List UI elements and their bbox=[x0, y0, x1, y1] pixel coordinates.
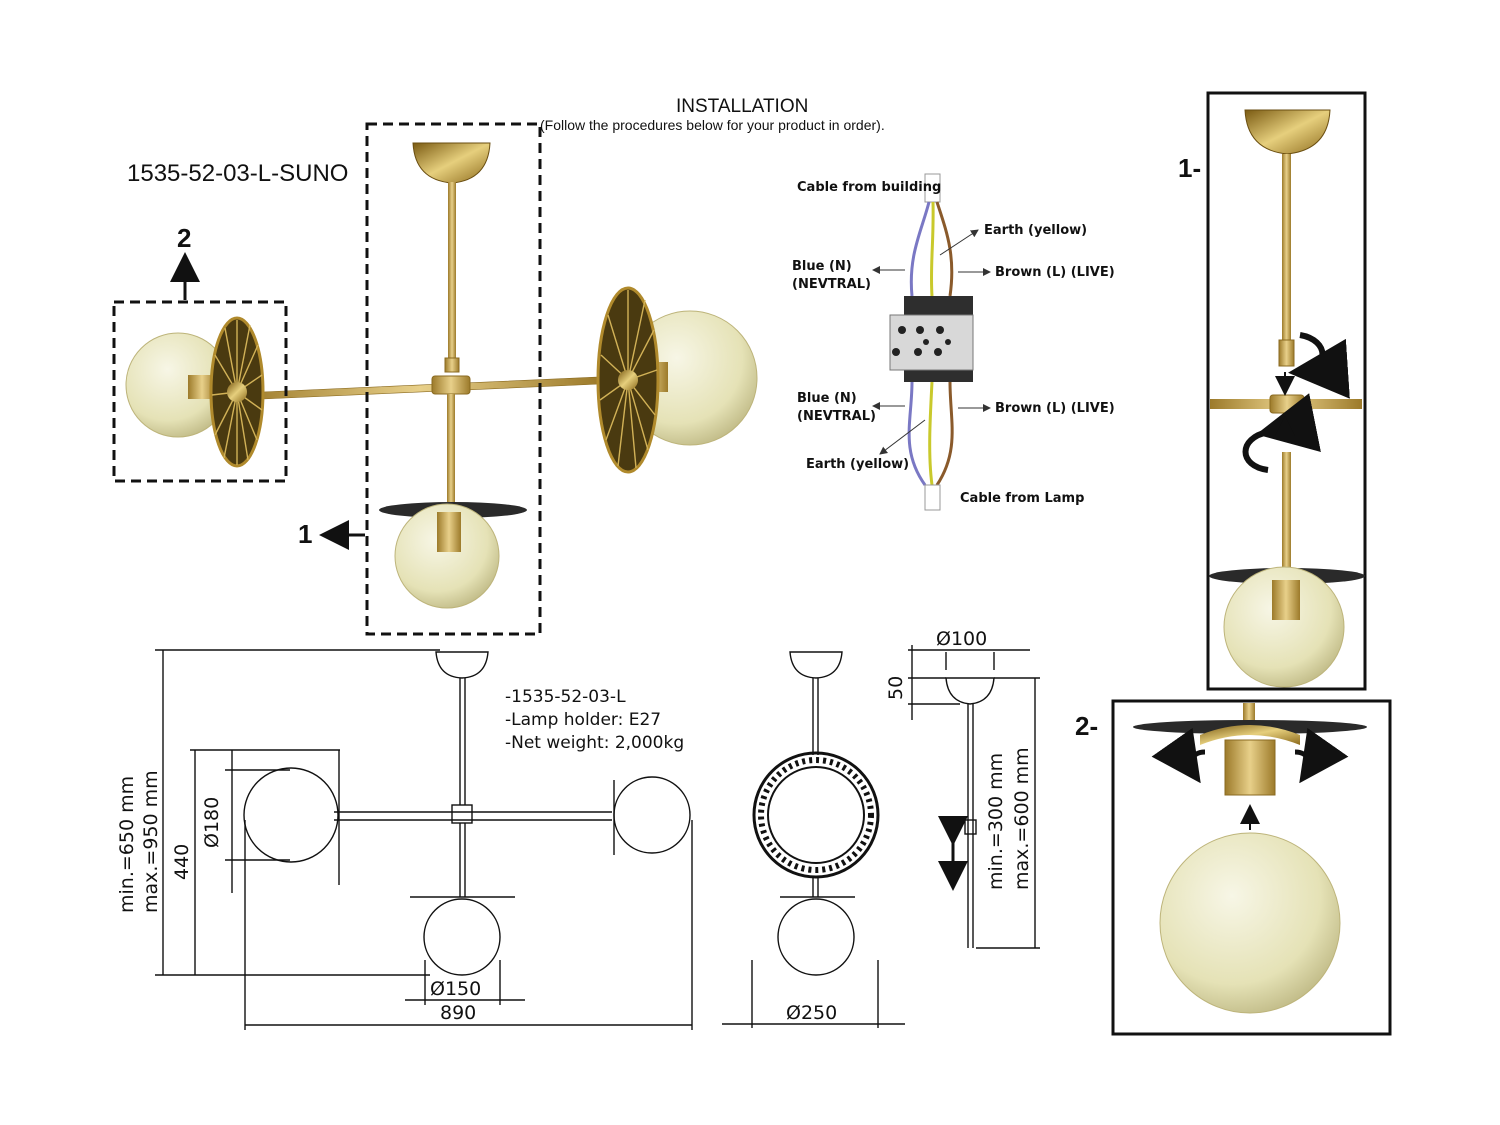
callout-1-label: 1 bbox=[298, 519, 313, 549]
dim-height-min: min.=650 mm bbox=[116, 775, 138, 913]
wiring-earth-top: Earth (yellow) bbox=[984, 223, 1088, 238]
wiring-blue-bottom-1: Blue (N) bbox=[797, 391, 857, 406]
wiring-cable-lamp: Cable from Lamp bbox=[960, 491, 1085, 506]
dim-height-max: max.=950 mm bbox=[140, 770, 162, 913]
step-2-illustration bbox=[1133, 703, 1367, 1014]
wiring-earth-bottom: Earth (yellow) bbox=[806, 457, 910, 472]
dim-rod-min: min.=300 mm bbox=[985, 752, 1007, 890]
dim-canopy-100: Ø100 bbox=[936, 628, 988, 650]
dim-side-250: Ø250 bbox=[786, 1002, 838, 1024]
step-2-panel bbox=[1111, 699, 1392, 1036]
dim-width-890: 890 bbox=[440, 1002, 477, 1024]
model-label: 1535-52-03-L-SUNO bbox=[127, 160, 349, 187]
spec-lamp-holder: -Lamp holder: E27 bbox=[505, 710, 662, 730]
installation-subtitle: (Follow the procedures below for your pr… bbox=[540, 117, 885, 133]
dim-rod-max: max.=600 mm bbox=[1011, 747, 1033, 890]
dim-globe-180: Ø180 bbox=[201, 796, 223, 848]
spec-model: -1535-52-03-L bbox=[505, 687, 626, 707]
spec-net-weight: -Net weight: 2,000kg bbox=[505, 733, 685, 753]
main-render bbox=[125, 142, 758, 609]
wiring-brown-top: Brown (L) (LIVE) bbox=[995, 265, 1115, 280]
wiring-blue-bottom-2: (NEVTRAL) bbox=[797, 409, 876, 424]
dim-canopy-50: 50 bbox=[885, 675, 907, 700]
dim-globe-150: Ø150 bbox=[430, 978, 482, 1000]
detail-frame-2 bbox=[112, 300, 288, 483]
side-view-drawing bbox=[722, 651, 905, 1028]
wiring-brown-bottom: Brown (L) (LIVE) bbox=[995, 401, 1115, 416]
canopy-rod-drawing bbox=[908, 645, 1040, 949]
front-view-drawing bbox=[155, 649, 693, 1030]
step-1-panel bbox=[1206, 91, 1367, 691]
wiring-blue-top-1: Blue (N) bbox=[792, 259, 852, 274]
dim-arm-440: 440 bbox=[171, 843, 193, 880]
step-1-illustration bbox=[1209, 109, 1365, 688]
detail-frame-1 bbox=[365, 122, 542, 636]
step-1-label: 1- bbox=[1178, 153, 1202, 183]
callout-2-label: 2 bbox=[177, 223, 192, 253]
step-2-label: 2- bbox=[1075, 711, 1099, 741]
installation-title: INSTALLATION bbox=[676, 96, 809, 117]
wiring-diagram bbox=[872, 173, 991, 511]
wiring-blue-top-2: (NEVTRAL) bbox=[792, 277, 871, 292]
wiring-cable-building: Cable from building bbox=[797, 180, 942, 195]
